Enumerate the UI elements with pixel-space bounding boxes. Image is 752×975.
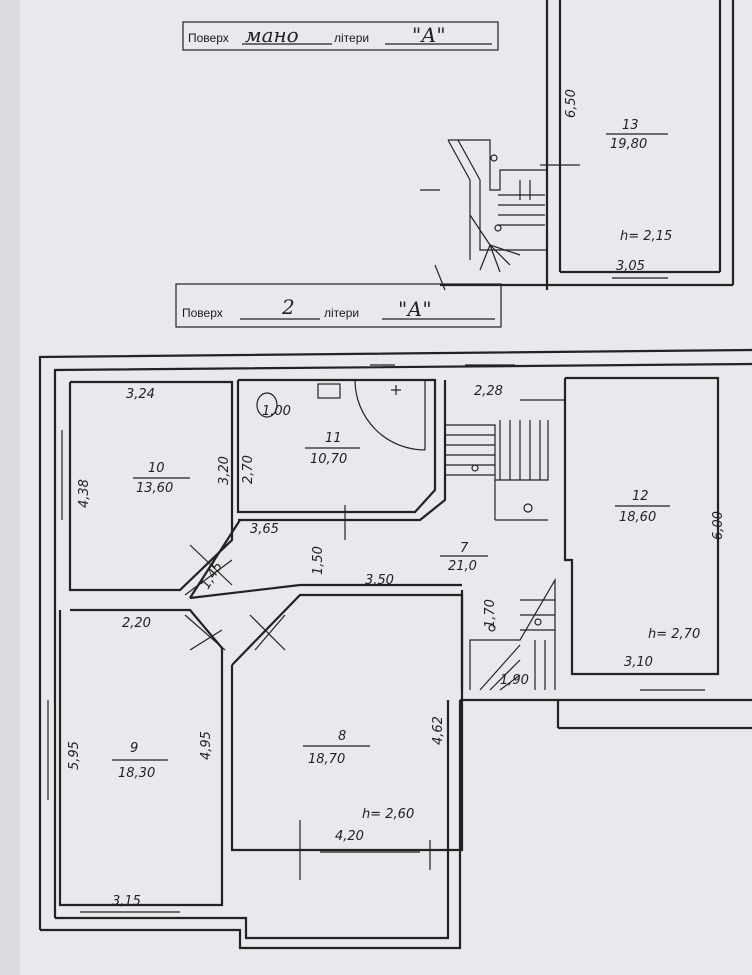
dim-190: 1,90 [500,673,529,688]
room-10-area: 13,60 [136,481,173,496]
room-11-area: 10,70 [310,452,347,467]
dim-350: 3,50 [365,573,394,588]
room-8-area: 18,70 [308,752,345,767]
top-floor-header: Поверх мано літери "А" [182,21,499,51]
top-header-floor: мано [245,23,299,47]
room-10-number: 10 [148,461,165,476]
top-header-mid: літери [334,31,369,45]
second-floor-header: Поверх 2 літери "А" [175,283,502,328]
dim-100: 1,00 [262,404,291,419]
room-12-height: h= 2,70 [648,627,700,642]
second-header-prefix: Поверх [182,306,223,320]
second-floor-plan: 10 13,60 11 10,70 12 18,60 h= 2,70 7 21,… [38,348,752,950]
second-header-floor: 2 [281,295,295,319]
dim-495: 4,95 [199,731,214,760]
attic-plan: 13 19,80 h= 2,15 6,50 3,05 [420,0,735,291]
dim-150: 1,50 [311,546,326,575]
room-7-area: 21,0 [448,559,477,574]
dim-438: 4,38 [77,479,92,508]
dim-170: 1,70 [483,599,498,628]
dim-365: 3,65 [250,522,279,537]
dim-228: 2,28 [474,384,503,399]
dim-420: 4,20 [335,829,364,844]
room-12-area: 18,60 [619,510,656,525]
room-11-number: 11 [325,431,342,446]
dim-310: 3,10 [624,655,653,670]
second-header-mid: літери [324,306,359,320]
dim-600: 6,00 [711,511,726,540]
room-9-number: 9 [130,741,138,756]
room-7-number: 7 [460,541,469,556]
dim-320: 3,20 [217,456,232,485]
room-8-height: h= 2,60 [362,807,414,822]
room-13-number: 13 [622,118,639,133]
dim-270: 2,70 [241,455,256,484]
room-12-number: 12 [632,489,649,504]
dim-305: 3,05 [616,259,645,274]
dim-220: 2,20 [122,616,151,631]
dim-324: 3,24 [126,387,155,402]
room-8-number: 8 [338,729,346,744]
room-13-height: h= 2,15 [620,229,672,244]
dim-315: 3,15 [112,894,141,909]
room-9-area: 18,30 [118,766,155,781]
second-header-letter: "А" [398,297,432,321]
top-header-prefix: Поверх [188,31,229,45]
dim-595: 5,95 [67,741,82,770]
top-header-letter: "А" [412,23,446,47]
room-13-area: 19,80 [610,137,647,152]
dim-650: 6,50 [564,89,579,118]
dim-462: 4,62 [431,716,446,745]
